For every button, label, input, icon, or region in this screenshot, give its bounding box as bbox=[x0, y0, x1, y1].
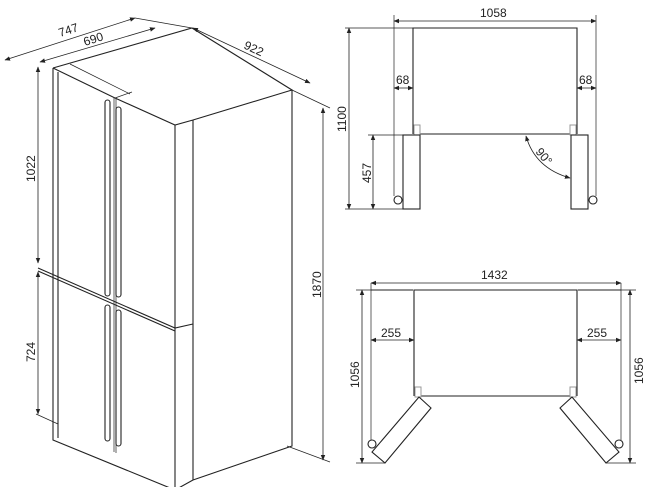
cabinet-outline bbox=[371, 289, 621, 397]
angle-label-90: 90° bbox=[533, 145, 556, 168]
handle-circle-right bbox=[614, 439, 624, 449]
side-face bbox=[179, 90, 293, 487]
angle-arc bbox=[525, 135, 571, 179]
handle-upper-left bbox=[104, 99, 111, 297]
dim-label-1058: 1058 bbox=[480, 6, 507, 20]
hinge-right bbox=[569, 386, 577, 398]
door-handles bbox=[104, 99, 122, 447]
dim-label-1870: 1870 bbox=[310, 271, 324, 298]
drawer-gap bbox=[37, 267, 194, 332]
door-right bbox=[570, 134, 589, 210]
handle-circle-right bbox=[588, 195, 598, 205]
door-left-open bbox=[371, 396, 432, 464]
swing-line bbox=[393, 15, 597, 196]
dim-label-1100: 1100 bbox=[335, 106, 349, 132]
handle-circle-left bbox=[367, 439, 377, 449]
dim-label-255-right: 255 bbox=[587, 326, 607, 340]
hinge-left bbox=[414, 386, 422, 398]
dim-label-1056-left: 1056 bbox=[348, 361, 362, 388]
ext-line bbox=[134, 17, 193, 29]
ext-line bbox=[291, 89, 331, 109]
dim-label-690: 690 bbox=[82, 29, 106, 49]
perspective-view: 747 690 922 1022 724 1870 bbox=[4, 17, 331, 487]
dim-line-690 bbox=[39, 27, 156, 63]
dim-label-1056-right: 1056 bbox=[632, 357, 646, 384]
hinge-right bbox=[569, 124, 577, 136]
upper-plan-view: 1058 68 68 1100 457 90° bbox=[335, 6, 598, 210]
ext-line bbox=[35, 413, 59, 425]
dim-label-1432: 1432 bbox=[481, 268, 508, 282]
lower-plan-view: 1432 255 255 1056 1056 bbox=[348, 268, 646, 464]
dim-label-1022: 1022 bbox=[24, 155, 38, 182]
front-face bbox=[52, 68, 176, 487]
dim-label-724: 724 bbox=[24, 342, 38, 362]
dim-label-255-left: 255 bbox=[381, 326, 401, 340]
handle-lower-left bbox=[104, 304, 111, 442]
dim-label-68-left: 68 bbox=[396, 73, 410, 87]
hinge-left bbox=[413, 124, 421, 136]
swing-line bbox=[356, 283, 636, 464]
dim-label-922: 922 bbox=[242, 38, 266, 59]
handle-lower-right bbox=[115, 309, 122, 447]
door-right-open bbox=[559, 396, 620, 464]
door-left bbox=[402, 134, 421, 210]
dim-line-922 bbox=[192, 27, 311, 84]
handle-circle-left bbox=[393, 195, 403, 205]
top-door-seam bbox=[69, 63, 133, 99]
cabinet-outline bbox=[412, 27, 578, 135]
handle-upper-right bbox=[115, 106, 122, 298]
ext-line bbox=[286, 445, 331, 463]
dim-label-68-right: 68 bbox=[579, 73, 593, 87]
dim-label-457: 457 bbox=[360, 163, 374, 183]
